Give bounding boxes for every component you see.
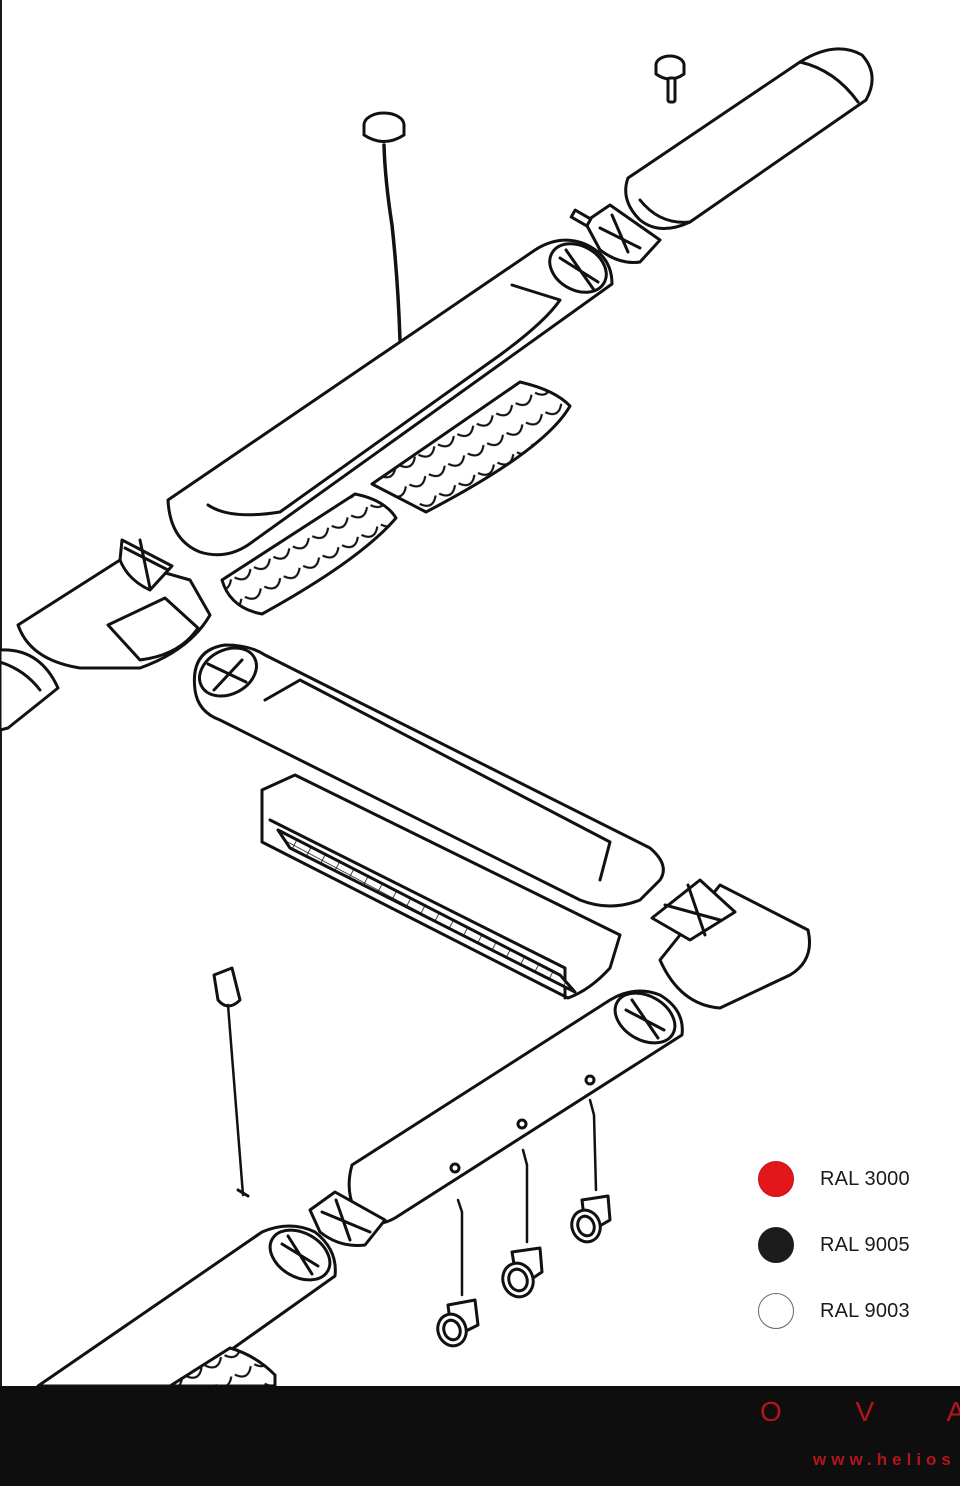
diffuser-tray: [260, 773, 622, 1000]
legend-item-white: RAL 9003: [758, 1290, 910, 1332]
legend-label: RAL 9005: [820, 1233, 910, 1256]
website-url[interactable]: www.helios: [813, 1450, 956, 1469]
spotlight-1: [436, 1198, 480, 1348]
louver-grid-upper-right: [370, 380, 572, 514]
brand-name: O V A L E: [760, 1396, 960, 1427]
legend-label: RAL 9003: [820, 1299, 910, 1322]
lower-luminaire-body: [347, 989, 684, 1225]
color-swatch-red: [758, 1161, 794, 1197]
spotlight-2: [501, 1148, 544, 1299]
connector-lower-left: [308, 1190, 387, 1247]
color-swatch-black: [758, 1227, 794, 1263]
middle-luminaire-body: [192, 643, 665, 908]
upper-luminaire-body: [166, 238, 614, 557]
ceiling-rod-mount: [654, 54, 686, 104]
elbow-connector-right: [650, 878, 811, 1010]
louver-grid-upper-left: [220, 492, 398, 616]
legend-item-black: RAL 9005: [758, 1224, 910, 1266]
bottom-luminaire-body: [36, 1224, 337, 1386]
footer-bar: O V A L E www.helios: [0, 1386, 960, 1486]
connector-top: [569, 203, 662, 264]
end-cap-section: [624, 47, 874, 230]
ceiling-rose-with-cable: [362, 111, 406, 342]
exploded-luminaire-drawing: [0, 47, 874, 1386]
spotlight-3: [570, 1098, 612, 1244]
left-edge-section: [0, 648, 60, 732]
pendant-suspension-wire: [212, 966, 250, 1198]
legend-item-red: RAL 3000: [758, 1158, 910, 1200]
legend-label: RAL 3000: [820, 1167, 910, 1190]
elbow-connector-left: [16, 538, 212, 670]
color-swatch-white: [758, 1293, 794, 1329]
